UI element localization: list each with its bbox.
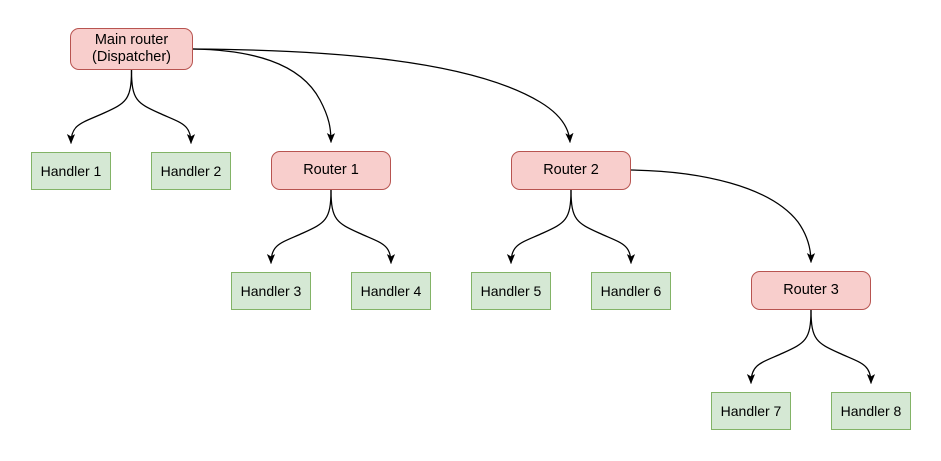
- node-handler-6-label: Handler 6: [600, 282, 662, 299]
- node-main-router[interactable]: Main router (Dispatcher): [70, 28, 193, 70]
- node-handler-3[interactable]: Handler 3: [231, 272, 311, 310]
- node-handler-4-label: Handler 4: [360, 282, 422, 299]
- node-handler-8-label: Handler 8: [840, 402, 902, 419]
- edge-main-router-to-handler-2: [130, 69, 196, 145]
- node-router-3-label: Router 3: [783, 281, 839, 298]
- node-handler-7[interactable]: Handler 7: [711, 392, 791, 430]
- node-handler-1-label: Handler 1: [40, 162, 102, 179]
- edge-main-router-to-router-2: [192, 48, 574, 143]
- node-handler-2[interactable]: Handler 2: [151, 152, 231, 190]
- node-handler-8[interactable]: Handler 8: [831, 392, 911, 430]
- node-handler-5[interactable]: Handler 5: [471, 272, 551, 310]
- node-handler-6[interactable]: Handler 6: [591, 272, 671, 310]
- edge-main-router-to-handler-1: [66, 69, 133, 145]
- node-router-3[interactable]: Router 3: [751, 271, 871, 310]
- node-router-1-label: Router 1: [303, 161, 359, 178]
- node-handler-5-label: Handler 5: [480, 282, 542, 299]
- node-router-1[interactable]: Router 1: [271, 151, 391, 190]
- edge-router-1-to-handler-3: [266, 189, 332, 265]
- edge-router-2-to-handler-6: [570, 189, 636, 265]
- node-router-2-label: Router 2: [543, 161, 599, 178]
- node-handler-1[interactable]: Handler 1: [31, 152, 111, 190]
- edge-router-3-to-handler-8: [810, 309, 876, 385]
- node-handler-4[interactable]: Handler 4: [351, 272, 431, 310]
- edge-main-router-to-router-1: [192, 48, 336, 144]
- edge-router-2-to-router-3: [630, 169, 816, 264]
- node-main-router-label: Main router (Dispatcher): [92, 31, 171, 65]
- node-router-2[interactable]: Router 2: [511, 151, 631, 190]
- node-handler-3-label: Handler 3: [240, 282, 302, 299]
- edge-router-2-to-handler-5: [506, 189, 572, 265]
- edge-router-1-to-handler-4: [330, 189, 396, 265]
- node-handler-2-label: Handler 2: [160, 162, 222, 179]
- node-handler-7-label: Handler 7: [720, 402, 782, 419]
- edge-router-3-to-handler-7: [746, 309, 812, 385]
